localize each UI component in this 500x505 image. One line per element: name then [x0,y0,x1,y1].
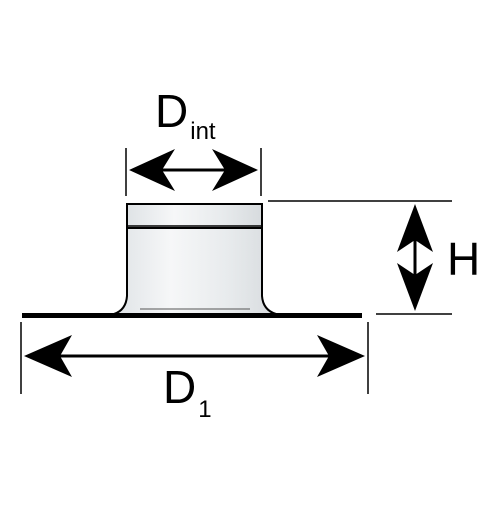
pipe-collar [126,203,263,229]
d1-arrow-left [24,335,72,377]
d1-label-main: D [163,361,197,413]
pipe-body [113,227,277,315]
d1-label: D1 [163,361,212,422]
dint-label-main: D [155,85,189,137]
flange-plate [22,313,362,318]
d1-arrow-right [317,335,365,377]
d1-label-sub: 1 [198,396,212,423]
dint-arrow-left [129,149,175,191]
dint-label-sub: int [190,118,216,145]
h-label: H [447,233,481,285]
dint-arrow-right [212,149,258,191]
h-arrow-bottom [397,263,433,311]
h-arrow-top [397,204,433,252]
dint-label: Dint [155,85,216,144]
